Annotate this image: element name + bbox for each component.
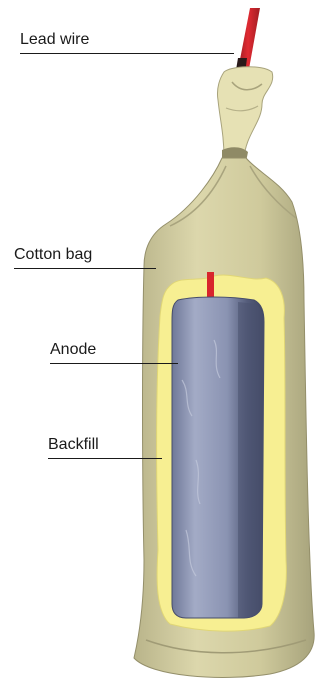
anode-label: Anode xyxy=(50,341,96,359)
anode-side-shadow xyxy=(238,302,264,618)
backfill-leader-line xyxy=(48,458,162,459)
cotton-bag-leader-line xyxy=(14,268,156,269)
lead-wire-internal xyxy=(207,272,214,300)
anode-leader-line xyxy=(50,363,178,364)
bag-neck xyxy=(217,67,272,158)
backfill-label: Backfill xyxy=(48,436,99,454)
lead-wire-label: Lead wire xyxy=(20,31,89,49)
lead-wire-leader-line xyxy=(20,53,234,54)
cotton-bag-label: Cotton bag xyxy=(14,246,92,264)
